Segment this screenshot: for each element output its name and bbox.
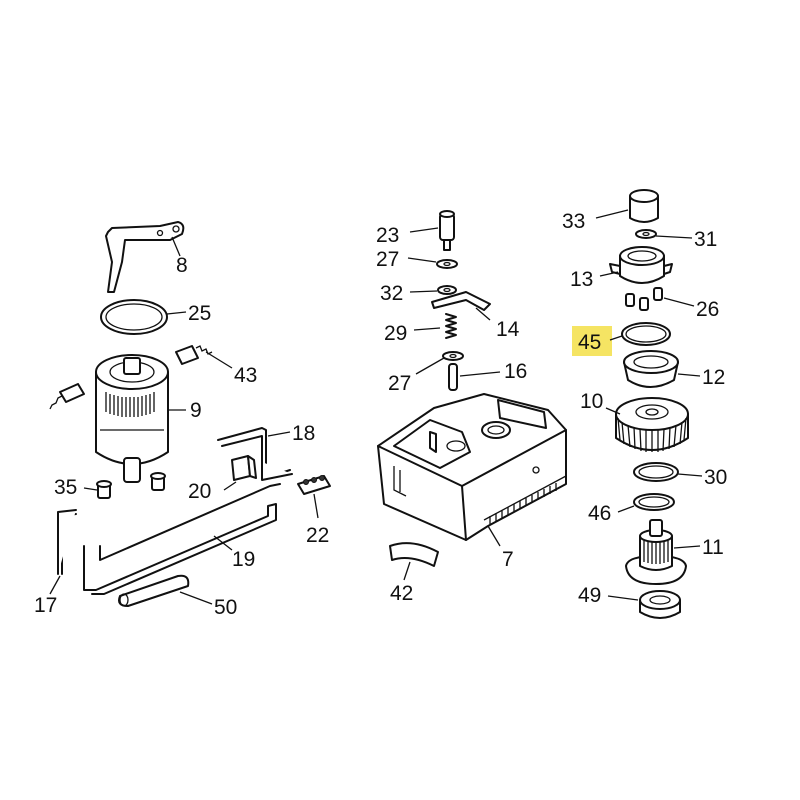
leader-20 [223, 481, 237, 491]
part-35-screw-2 [150, 472, 166, 491]
part-14-spring-plate [431, 291, 491, 311]
label-43: 43 [234, 364, 257, 387]
part-43-brush-left [49, 383, 85, 410]
label-10: 10 [580, 390, 603, 413]
label-16: 16 [504, 360, 527, 383]
part-49-bearing [639, 590, 681, 619]
leader-13 [599, 271, 619, 277]
part-25-ring [100, 299, 168, 335]
leader-43 [205, 351, 233, 369]
label-14: 14 [496, 318, 520, 341]
leader-30 [677, 473, 703, 477]
leader-42 [403, 561, 411, 581]
part-42-pad [389, 542, 439, 567]
part-30-ring [633, 462, 679, 482]
label-8: 8 [176, 254, 188, 277]
part-23-pin [439, 210, 455, 251]
leader-29 [413, 327, 441, 331]
part-18-rod [217, 427, 293, 481]
part-50-tube [118, 574, 190, 607]
label-31: 31 [694, 228, 717, 251]
leader-25 [166, 311, 187, 315]
leader-27b [415, 357, 445, 375]
label-29: 29 [384, 322, 407, 345]
part-11-pinion [625, 519, 687, 585]
label-26: 26 [696, 298, 719, 321]
label-33: 33 [562, 210, 585, 233]
label-35: 35 [54, 476, 77, 499]
label-32: 32 [380, 282, 403, 305]
part-13-cup [609, 246, 673, 284]
leader-16 [459, 371, 501, 377]
leader-18 [267, 431, 291, 437]
leader-35 [83, 487, 98, 491]
part-43-brush [175, 345, 213, 365]
part-35-screw [96, 480, 112, 499]
part-27-washer-a [436, 259, 458, 269]
leader-33 [595, 209, 629, 219]
part-22-terminal [297, 475, 331, 495]
part-20-block [231, 455, 257, 481]
label-19: 19 [232, 548, 255, 571]
label-27a: 27 [376, 248, 399, 271]
label-12: 12 [702, 366, 725, 389]
part-19-long-rod [83, 483, 281, 595]
label-42: 42 [390, 582, 413, 605]
leader-19 [213, 535, 233, 551]
leader-12 [677, 373, 701, 377]
leader-22 [313, 493, 319, 519]
part-32-washer [437, 285, 457, 295]
label-13: 13 [570, 268, 593, 291]
label-22: 22 [306, 524, 329, 547]
label-27b: 27 [388, 372, 411, 395]
part-10-gear [615, 397, 689, 452]
part-17-hook-rod [57, 509, 77, 575]
leader-46 [617, 505, 635, 513]
leader-50 [179, 591, 213, 605]
leader-45 [609, 335, 623, 341]
leader-31 [655, 235, 693, 239]
part-33-cylinder [629, 189, 659, 223]
label-46: 46 [588, 502, 611, 525]
part-7-housing [377, 393, 567, 541]
leader-11 [673, 545, 701, 549]
label-49: 49 [578, 584, 601, 607]
part-46-ring [633, 493, 675, 511]
part-16-shaft [448, 363, 458, 391]
label-50: 50 [214, 596, 237, 619]
label-45-highlight [572, 326, 612, 356]
label-18: 18 [292, 422, 315, 445]
part-31-washer [635, 229, 657, 239]
leader-10 [605, 407, 621, 415]
label-7: 7 [502, 548, 514, 571]
leader-32 [409, 290, 438, 293]
part-12-bearing [623, 350, 679, 388]
label-17: 17 [34, 594, 57, 617]
part-26-pins [625, 287, 663, 311]
part-45-o-ring [621, 322, 671, 346]
leader-49 [607, 595, 639, 601]
label-23: 23 [376, 224, 399, 247]
leader-26 [663, 297, 695, 307]
leader-14 [475, 307, 491, 321]
label-9: 9 [190, 399, 202, 422]
label-45: 45 [578, 331, 601, 354]
part-9-motor [95, 354, 169, 483]
label-30: 30 [704, 466, 727, 489]
label-25: 25 [188, 302, 211, 325]
part-8-lever [105, 221, 185, 293]
label-11: 11 [702, 536, 724, 559]
label-20: 20 [188, 480, 211, 503]
leader-23 [409, 227, 439, 233]
leader-7 [487, 525, 501, 547]
part-27-washer-b [442, 351, 464, 361]
leader-27a [407, 257, 437, 263]
leader-8 [171, 236, 181, 257]
part-29-coil-spring [445, 313, 457, 339]
leader-17 [49, 575, 61, 595]
